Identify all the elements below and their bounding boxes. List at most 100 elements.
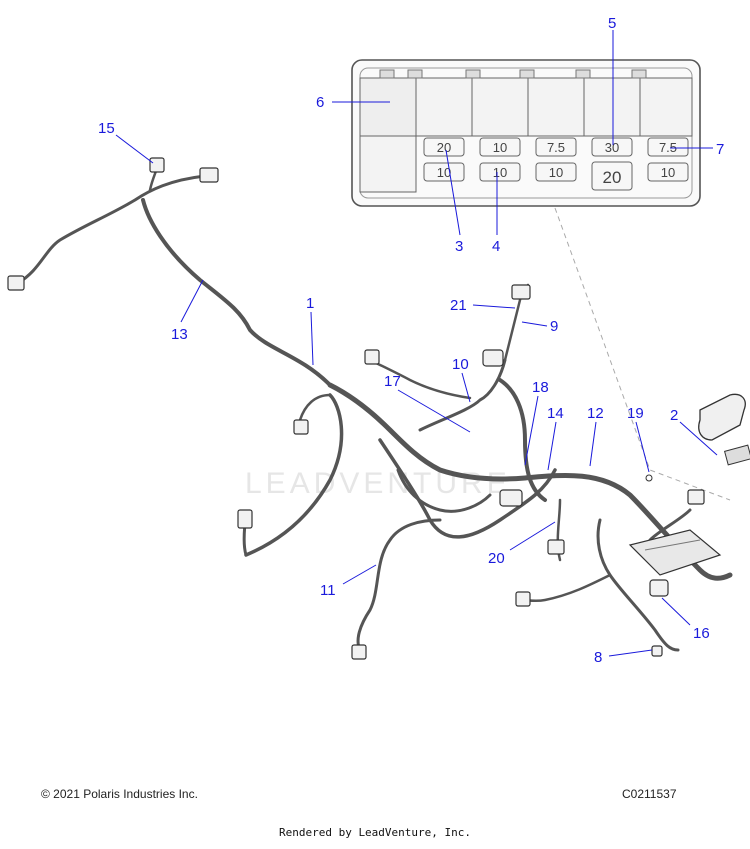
fuse-row-bottom: 10 10 10 20 10 (423, 161, 689, 191)
leader-13 (180, 279, 204, 323)
leader-19 (635, 421, 650, 473)
callout-21: 21 (450, 297, 467, 314)
callout-11: 11 (320, 582, 336, 599)
wire-center-up (418, 358, 507, 432)
fuse-bottom-2-rating: 10 (493, 165, 507, 180)
fuse-top-2-rating: 10 (493, 140, 507, 155)
wire-main-trunk (327, 382, 733, 581)
callout-19: 19 (627, 405, 644, 422)
wire-to-10 (368, 358, 472, 400)
callout-16: 16 (693, 625, 710, 642)
leader-11 (342, 564, 377, 585)
leader-17 (397, 389, 471, 433)
fuse-block (628, 529, 722, 576)
relay-slot-5 (639, 77, 693, 137)
fastener-19 (645, 474, 653, 482)
wire-branch-upper-left (298, 393, 332, 422)
fuse-bottom-5-rating: 10 (661, 165, 675, 180)
harness-connectors (7, 157, 705, 660)
fuse-top-3 (535, 137, 577, 157)
callout-17: 17 (384, 373, 401, 390)
fuse-top-1-rating: 20 (437, 140, 451, 155)
leader-10 (461, 372, 471, 403)
leader-1 (310, 311, 314, 366)
leader-2 (679, 421, 718, 456)
fuse-bottom-5 (647, 162, 689, 182)
leader-lines (115, 30, 718, 657)
callout-10: 10 (452, 356, 469, 373)
leader-18 (524, 395, 539, 466)
connector-16 (649, 579, 669, 597)
watermark: LEADVENTURE (245, 467, 511, 500)
callout-1: 1 (306, 295, 314, 312)
rendered-by-text: Rendered by LeadVenture, Inc. (278, 826, 472, 839)
wire-left-loop (244, 393, 344, 557)
connector-center-upper (364, 349, 380, 365)
fuse-box-tabs (379, 69, 647, 79)
fuse-bottom-4 (591, 161, 633, 191)
fuse-block-assembly (628, 529, 722, 576)
leader-9 (521, 321, 548, 327)
callout-12: 12 (587, 405, 604, 422)
harness-wires (16, 163, 733, 652)
diagram-code: C0211537 (622, 787, 677, 801)
fuse-top-4 (591, 137, 633, 157)
fuse-bottom-1 (423, 162, 465, 182)
connector-21 (511, 284, 531, 300)
connector-left-lower (237, 509, 253, 529)
fuse-top-1 (423, 137, 465, 157)
connector-right (687, 489, 705, 505)
copyright-text: © 2021 Polaris Industries Inc. (41, 787, 198, 801)
wire-main-upper (141, 198, 332, 387)
callout-13: 13 (171, 326, 188, 343)
leader-16 (661, 597, 691, 626)
leader-14 (547, 421, 557, 471)
callout-5: 5 (608, 15, 616, 32)
callout-20: 20 (488, 550, 505, 567)
callout-7: 7 (716, 141, 724, 158)
leader-20 (509, 521, 556, 551)
connector-lower-left (351, 644, 367, 660)
fuse-bottom-3-rating: 10 (549, 165, 563, 180)
fuse-bottom-1-rating: 10 (437, 165, 451, 180)
relay-slot-3 (527, 77, 585, 137)
wire-branch-right (648, 508, 692, 542)
callout-2: 2 (670, 407, 678, 424)
relay-slot-2 (471, 77, 529, 137)
fuse-bottom-3 (535, 162, 577, 182)
connector-15 (149, 157, 165, 173)
fuse-label-plate (723, 444, 750, 466)
wire-lower-left (356, 518, 442, 652)
connector-rear-top (199, 167, 219, 183)
wire-lower-right (520, 573, 612, 603)
fuse-box-inset: 20 10 7.5 30 7.5 10 10 10 20 10 (351, 59, 701, 207)
fuse-top-5 (647, 137, 689, 157)
wire-center-drop (498, 378, 547, 502)
callout-9: 9 (550, 318, 558, 335)
wire-rear-left (16, 174, 207, 285)
callout-14: 14 (547, 405, 564, 422)
wire-to-8 (596, 518, 680, 652)
callout-8: 8 (594, 649, 602, 666)
leader-12 (589, 421, 597, 467)
wire-center-lower (378, 438, 557, 539)
fuse-top-5-rating: 7.5 (659, 140, 677, 155)
relay-6 (359, 77, 417, 137)
connector-20 (547, 539, 565, 555)
leader-3 (445, 149, 461, 236)
connector-8 (651, 645, 663, 657)
fuse-cover (698, 393, 746, 441)
connector-rear-left (7, 275, 25, 291)
callout-18: 18 (532, 379, 549, 396)
connector-center-block (499, 489, 523, 507)
relay-6-base (359, 135, 417, 193)
relay-slot-4 (583, 77, 641, 137)
leader-8 (608, 649, 653, 657)
fuse-top-3-rating: 7.5 (547, 140, 565, 155)
fuse-top-2 (479, 137, 521, 157)
callout-3: 3 (455, 238, 463, 255)
wire-center-loop (396, 468, 492, 513)
fuse-box-cover-part-2 (698, 393, 750, 466)
fuse-block-detail (644, 539, 701, 551)
